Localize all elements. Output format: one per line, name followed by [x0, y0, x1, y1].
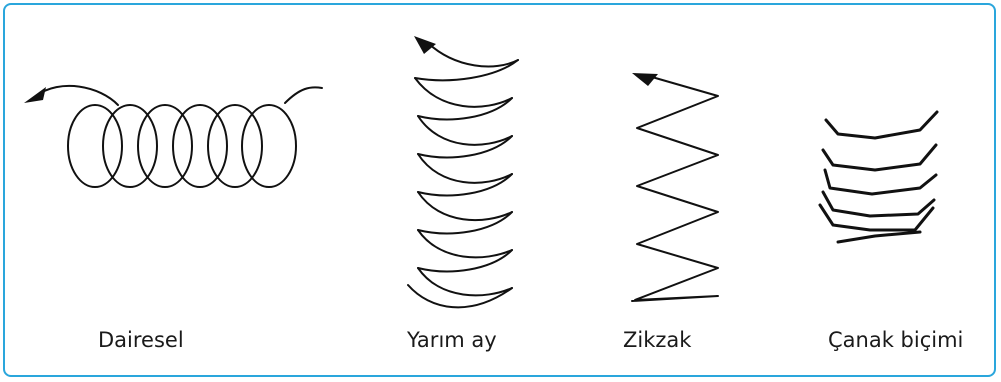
- zikzak-arrowhead: [632, 73, 658, 86]
- label-yarim-ay: Yarım ay: [407, 328, 497, 352]
- label-dairesel: Dairesel: [98, 328, 184, 352]
- yarim-ay-pattern: [408, 43, 518, 307]
- canak-pattern: [820, 112, 937, 242]
- dairesel-arrowhead: [24, 87, 46, 103]
- label-zikzak: Zikzak: [623, 328, 691, 352]
- zikzak-pattern: [632, 75, 718, 301]
- dairesel-pattern: [36, 86, 322, 187]
- label-canak-bicimi: Çanak biçimi: [828, 328, 963, 352]
- yarim-ay-arrowhead: [414, 36, 436, 54]
